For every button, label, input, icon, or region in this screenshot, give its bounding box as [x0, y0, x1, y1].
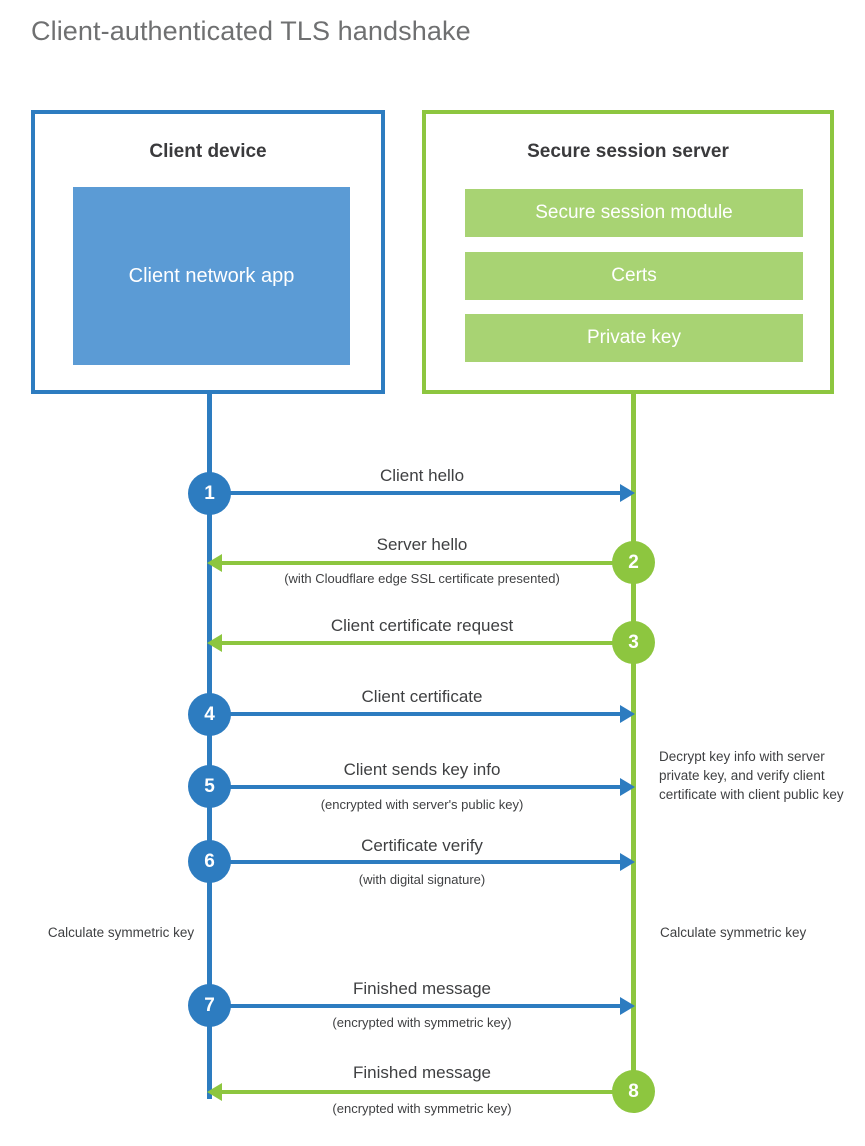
step-2-circle: 2 [612, 541, 655, 584]
step-1-number: 1 [204, 482, 215, 504]
client-network-app-label: Client network app [128, 264, 295, 287]
server-component-secure-session-module: Secure session module [465, 189, 803, 237]
step-8-arrow-line [222, 1090, 634, 1094]
step-4-arrow-line [210, 712, 622, 716]
step-6-label: Certificate verify [361, 836, 483, 855]
step-7-circle: 7 [188, 984, 231, 1027]
step-2-arrow-line [222, 561, 634, 565]
step-8-sublabel: (encrypted with symmetric key) [332, 1101, 512, 1116]
step-6-arrow-head-right-icon [620, 853, 635, 871]
step-4-circle: 4 [188, 693, 231, 736]
page-title: Client-authenticated TLS handshake [31, 16, 471, 46]
server-component-label: Private key [587, 327, 681, 348]
server-component-label: Certs [611, 265, 657, 286]
client-calculate-symmetric-key-note: Calculate symmetric key [47, 925, 195, 940]
client-device-box: Client device Client network app [31, 110, 385, 394]
step-1-arrow-line [210, 491, 622, 495]
secure-session-server-title: Secure session server [527, 141, 729, 162]
step-7-arrow-head-right-icon [620, 997, 635, 1015]
step-1-arrow-head-right-icon [620, 484, 635, 502]
step-8-label: Finished message [353, 1063, 491, 1082]
server-calculate-symmetric-key-note: Calculate symmetric key [660, 925, 807, 940]
step-2-arrow-head-left-icon [207, 554, 222, 572]
step-6-sublabel: (with digital signature) [358, 872, 486, 887]
step-7-sublabel: (encrypted with symmetric key) [332, 1015, 512, 1030]
step-1-label: Client hello [379, 466, 465, 485]
step-2-number: 2 [628, 551, 639, 573]
step-6-circle: 6 [188, 840, 231, 883]
server-component-certs: Certs [465, 252, 803, 300]
step-3-label: Client certificate request [330, 616, 514, 635]
server-component-private-key: Private key [465, 314, 803, 362]
secure-session-server-box: Secure session server Secure session mod… [422, 110, 834, 394]
step-5-number: 5 [204, 775, 215, 797]
step-3-number: 3 [628, 631, 639, 653]
step-8-arrow-head-left-icon [207, 1083, 222, 1101]
step-8-number: 8 [628, 1080, 639, 1102]
step-7-number: 7 [204, 994, 215, 1016]
step-4-label: Client certificate [361, 687, 483, 706]
step-7-arrow-line [210, 1004, 622, 1008]
step-3-arrow-line [222, 641, 634, 645]
server-decrypt-note: Decrypt key info with server private key… [659, 749, 844, 803]
step-5-label: Client sends key info [343, 760, 501, 779]
step-2-sublabel: (with Cloudflare edge SSL certificate pr… [284, 571, 560, 586]
client-device-title: Client device [149, 141, 267, 162]
step-1-circle: 1 [188, 472, 231, 515]
client-lifeline [207, 392, 212, 1099]
server-component-label: Secure session module [535, 202, 733, 223]
step-3-circle: 3 [612, 621, 655, 664]
step-4-number: 4 [204, 703, 215, 725]
step-5-circle: 5 [188, 765, 231, 808]
step-5-sublabel: (encrypted with server's public key) [320, 797, 524, 812]
client-network-app-block: Client network app [73, 187, 350, 365]
step-6-number: 6 [204, 850, 215, 872]
server-lifeline [631, 392, 636, 1095]
step-6-arrow-line [210, 860, 622, 864]
step-2-label: Server hello [376, 535, 468, 554]
step-7-label: Finished message [353, 979, 491, 998]
step-3-arrow-head-left-icon [207, 634, 222, 652]
step-5-arrow-line [210, 785, 622, 789]
step-8-circle: 8 [612, 1070, 655, 1113]
step-4-arrow-head-right-icon [620, 705, 635, 723]
step-5-arrow-head-right-icon [620, 778, 635, 796]
